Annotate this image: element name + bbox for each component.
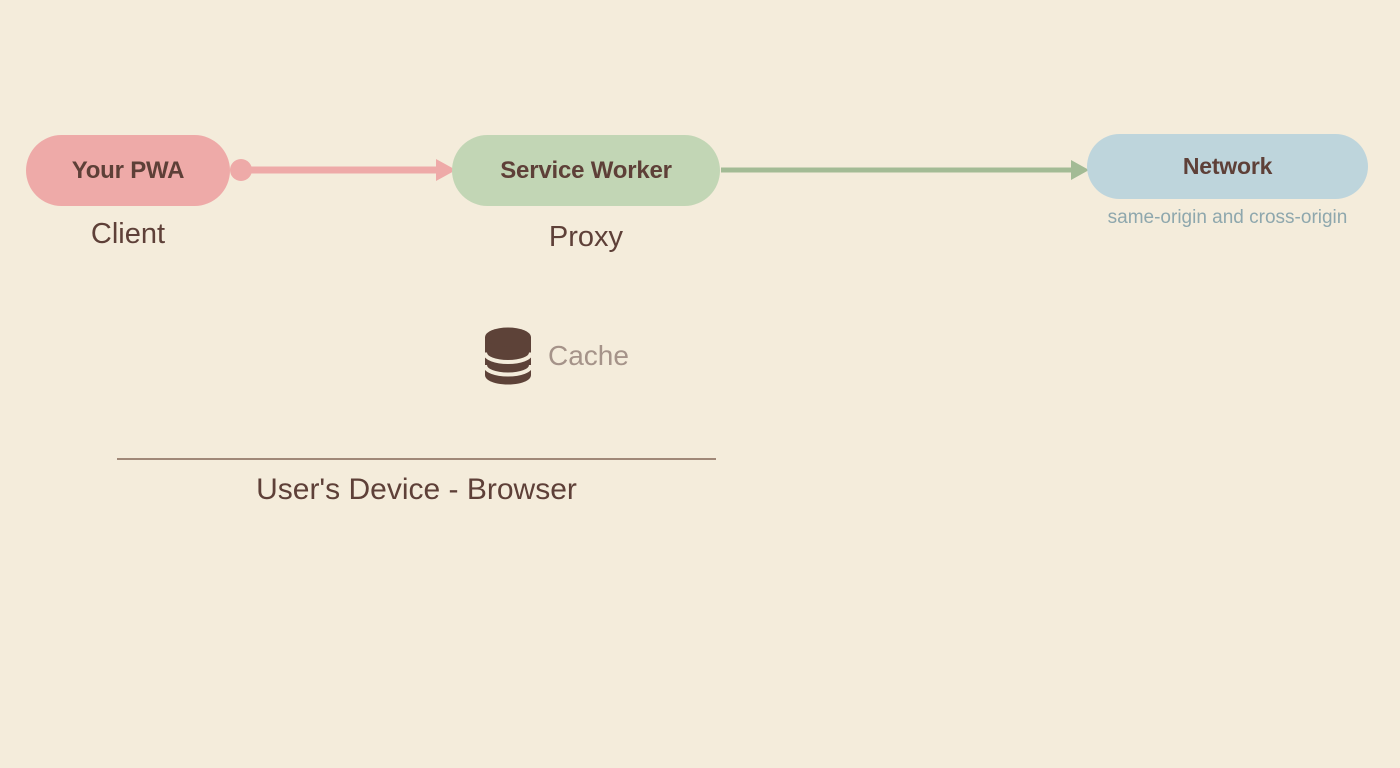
node-service-worker-label: Service Worker bbox=[500, 156, 672, 184]
node-network-label: Network bbox=[1182, 153, 1273, 179]
device-boundary-divider bbox=[117, 458, 716, 460]
node-service-worker[interactable]: Service Worker bbox=[452, 135, 720, 206]
node-your-pwa-caption: Client bbox=[90, 218, 166, 250]
node-your-pwa-label: Your PWA bbox=[71, 156, 185, 184]
database-cylinder-icon bbox=[483, 327, 533, 385]
node-network-caption: same-origin and cross-origin bbox=[1107, 207, 1348, 228]
node-your-pwa[interactable]: Your PWA bbox=[26, 135, 230, 206]
cache-store[interactable]: Cache bbox=[483, 326, 629, 386]
connector-arrowhead-icon bbox=[436, 159, 456, 181]
node-network[interactable]: Network bbox=[1087, 134, 1368, 199]
connector-service-worker-to-network bbox=[715, 155, 1095, 192]
connector-arrowhead-icon bbox=[1071, 160, 1089, 180]
device-boundary-label: User's Device - Browser bbox=[256, 473, 577, 506]
connector-pwa-to-service-worker bbox=[230, 150, 460, 199]
node-service-worker-caption: Proxy bbox=[548, 221, 624, 253]
cache-store-label: Cache bbox=[548, 340, 629, 371]
